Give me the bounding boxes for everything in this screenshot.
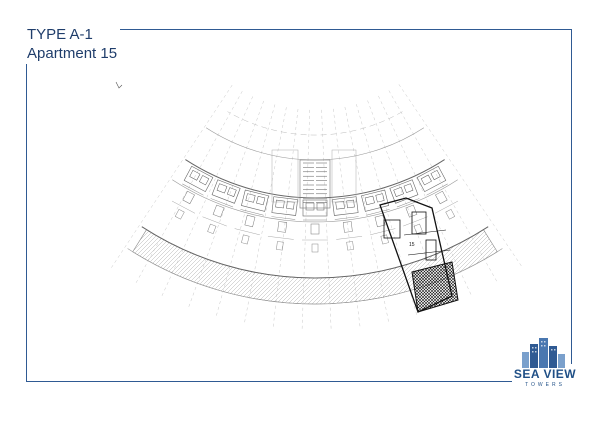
city-buildings-icon (522, 338, 565, 368)
apartment-title: Apartment 15 (27, 45, 118, 62)
north-marker (115, 81, 123, 89)
frame-right-line (571, 29, 572, 364)
highlighted-unit-15: 15 (379, 197, 459, 313)
type-title: TYPE A-1 (27, 26, 93, 43)
logo-name: SEA VIEW (513, 367, 577, 381)
stair-core (271, 149, 357, 209)
frame-left-line (26, 64, 27, 382)
frame-top-line (120, 29, 572, 30)
unit-number-label: 15 (409, 242, 415, 248)
logo-tagline: TOWERS (525, 382, 565, 388)
apartment-units (171, 165, 459, 253)
frame-bottom-line (26, 381, 512, 382)
